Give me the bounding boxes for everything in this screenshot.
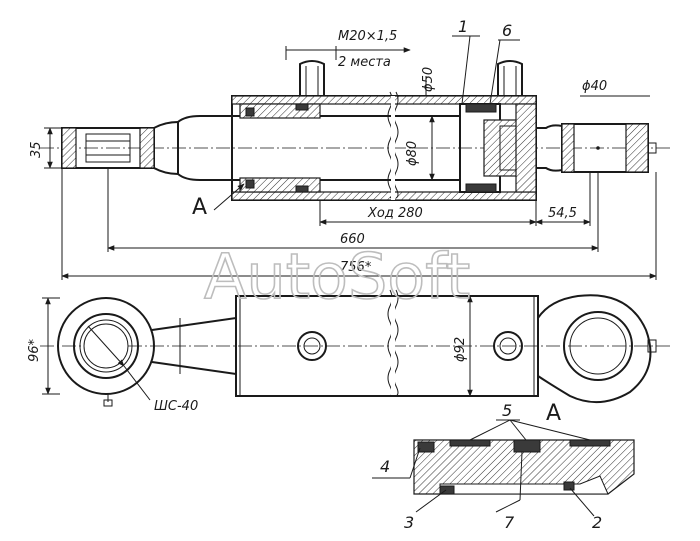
callout-7: 7 <box>504 513 515 532</box>
label-thread: M20×1,5 <box>338 29 397 44</box>
callout-1: 1 <box>458 17 468 36</box>
seal-4 <box>417 441 435 453</box>
dimensions-top <box>44 35 657 280</box>
section-title: А <box>546 401 561 426</box>
callout-5: 5 <box>502 401 512 420</box>
sectional-view: M20×1,5 2 места ϕ50 ϕ40 ϕ80 35 Ход 280 5… <box>29 17 670 280</box>
cylinder-body-side <box>235 289 539 397</box>
gland <box>239 103 321 193</box>
seal-5c <box>569 439 611 447</box>
label-eye-height: 35 <box>29 141 44 158</box>
left-eye-side <box>57 297 237 407</box>
piston <box>459 103 537 193</box>
label-eye-width: 96* <box>27 338 42 362</box>
label-length-total: 756* <box>340 260 372 275</box>
seal-3 <box>439 485 455 495</box>
label-length-closed: 660 <box>340 232 365 247</box>
right-eye-side <box>537 294 657 404</box>
seal-5a <box>449 439 491 447</box>
callout-4: 4 <box>380 457 390 476</box>
cylinder-body <box>231 91 537 201</box>
side-view: 96* ϕ92 ШС-40 <box>27 289 670 414</box>
label-bearing: ШС-40 <box>154 399 198 414</box>
label-stroke: Ход 280 <box>367 206 423 221</box>
right-mount-eye <box>536 123 657 173</box>
port-left <box>299 60 325 96</box>
label-rod-end-len: 54,5 <box>548 206 577 221</box>
seal-5b <box>513 439 541 453</box>
callout-3: 3 <box>404 513 414 532</box>
label-thread-note: 2 места <box>338 55 391 70</box>
label-dia-body: ϕ92 <box>453 337 468 362</box>
watermark: AutoSoft <box>204 240 470 313</box>
callout-6: 6 <box>502 21 512 40</box>
section-mark: А <box>192 195 207 220</box>
port-right <box>497 60 523 96</box>
label-dia-port: ϕ50 <box>421 67 436 92</box>
label-dia-pin-right: ϕ40 <box>582 79 607 94</box>
section-a-detail: А 4 5 3 7 2 <box>372 401 635 532</box>
label-dia-piston: ϕ80 <box>405 141 420 166</box>
seal-2 <box>563 481 575 491</box>
callout-2: 2 <box>592 513 602 532</box>
